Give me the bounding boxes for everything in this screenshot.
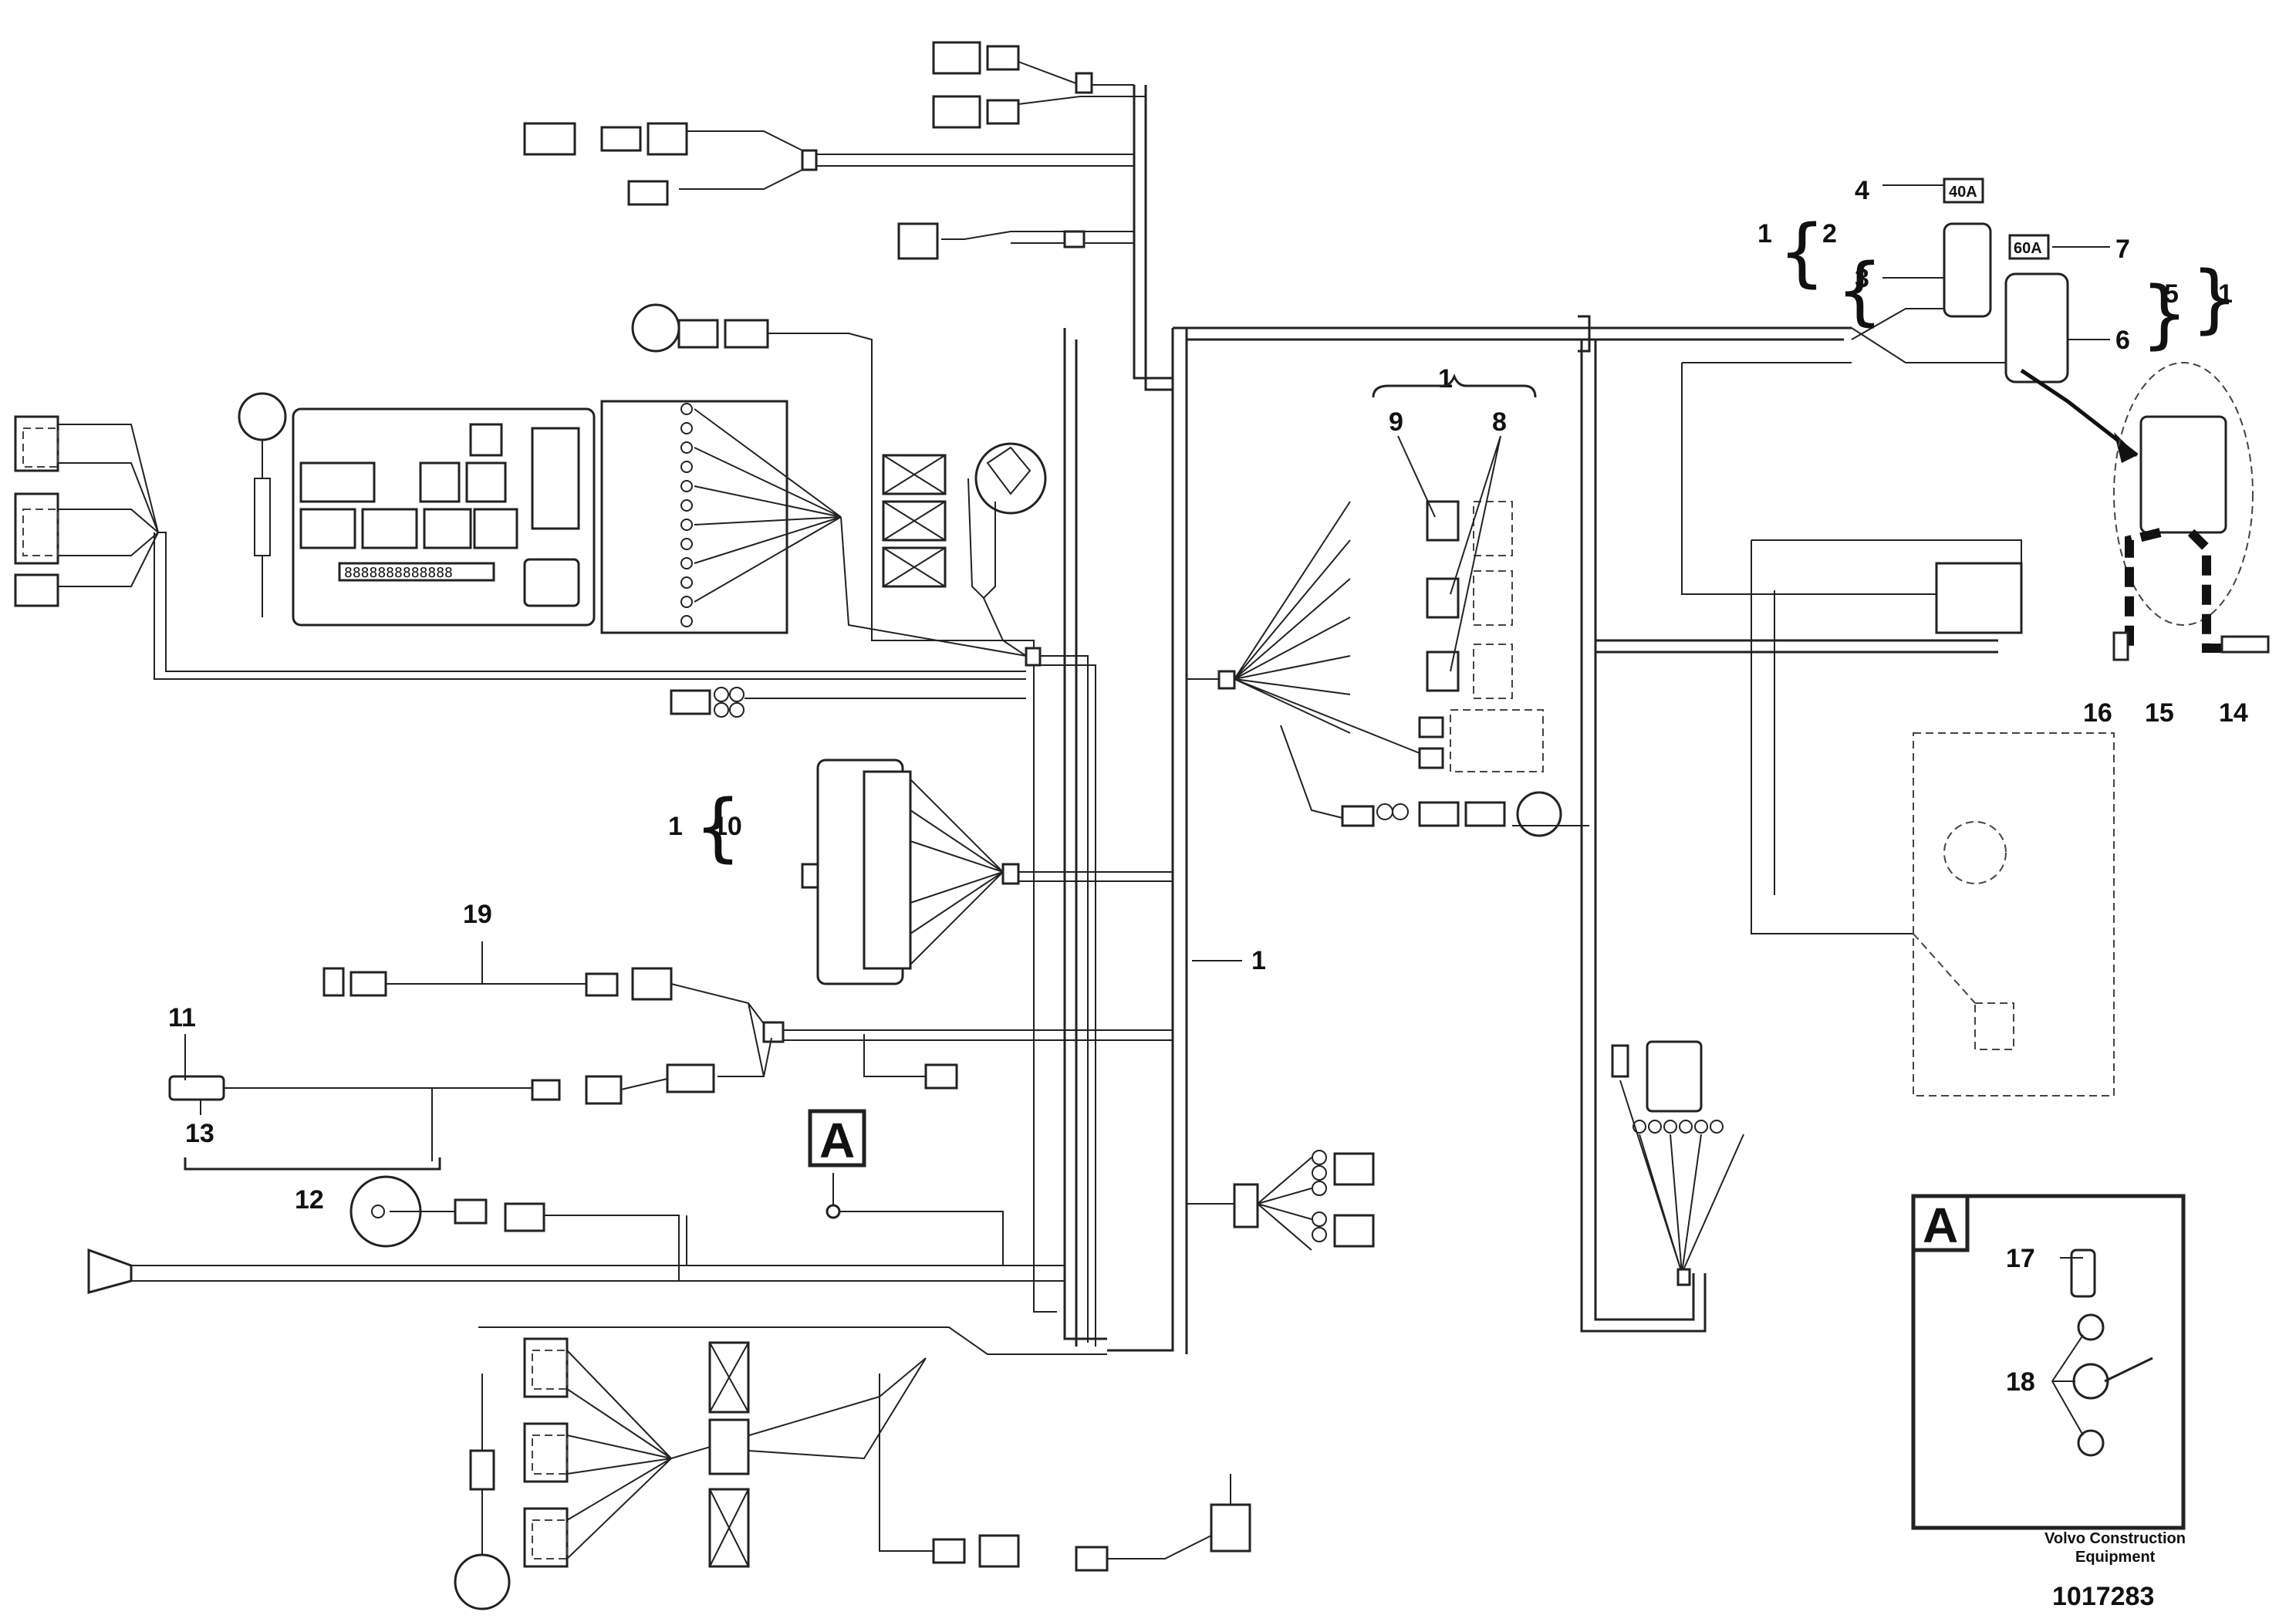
callout-12: 12 bbox=[295, 1185, 324, 1215]
callout-1-fuse-right: 1 bbox=[2218, 279, 2233, 309]
relay-cluster bbox=[1187, 500, 1562, 837]
detail-marker-label: A bbox=[819, 1113, 855, 1168]
callout-15: 15 bbox=[2145, 698, 2174, 728]
figure-number: 1017283 bbox=[2052, 1582, 2154, 1611]
callout-8: 8 bbox=[1492, 407, 1507, 437]
brace-marks: { { } } { bbox=[694, 209, 2238, 870]
ecu-connector bbox=[801, 759, 1173, 985]
panel-display-digits: 8888888888888 bbox=[344, 565, 453, 581]
svg-text:{: { bbox=[1778, 209, 1825, 296]
callout-11: 11 bbox=[168, 1003, 196, 1032]
detail-box-label: A bbox=[1923, 1198, 1958, 1253]
callout-1-fuse-left: 1 bbox=[1757, 219, 1772, 248]
lower-left-harness bbox=[87, 967, 1173, 1294]
svg-text:}: } bbox=[2141, 271, 2188, 357]
fuse-40-label: 40A bbox=[1949, 184, 1977, 201]
cab-outline bbox=[1913, 732, 2115, 1097]
svg-text:}: } bbox=[2191, 255, 2238, 342]
detail-box: A bbox=[1911, 1194, 2186, 1530]
callout-5: 5 bbox=[2164, 279, 2179, 309]
detail-marker: A bbox=[808, 1109, 866, 1168]
lower-cluster bbox=[454, 1150, 1375, 1610]
fuse-holders: 40A 60A bbox=[1681, 177, 2069, 934]
callout-10: 10 bbox=[713, 812, 742, 841]
fuse-60-label: 60A bbox=[2014, 240, 2042, 257]
svg-text:{: { bbox=[694, 784, 741, 870]
caption-line-1: Volvo Construction bbox=[2044, 1530, 2186, 1547]
callout-1-relays: 1 bbox=[1438, 364, 1453, 394]
callout-1-ecu: 1 bbox=[668, 812, 683, 841]
callout-leaders bbox=[184, 184, 2110, 1259]
callout-18: 18 bbox=[2006, 1367, 2035, 1397]
callout-4: 4 bbox=[1855, 176, 1869, 205]
callout-7: 7 bbox=[2115, 235, 2130, 264]
callout-labels: 4 2 1 3 7 5 1 6 1 9 8 1 10 1 19 11 13 12… bbox=[168, 176, 2248, 1397]
callout-9: 9 bbox=[1389, 407, 1403, 437]
callout-14: 14 bbox=[2219, 698, 2248, 728]
fuse-detail bbox=[2020, 362, 2270, 661]
bottom-connector bbox=[1611, 1040, 1744, 1286]
caption-line-2: Equipment bbox=[2075, 1549, 2156, 1566]
callout-13: 13 bbox=[185, 1119, 214, 1148]
top-harness bbox=[523, 41, 1173, 391]
callout-6: 6 bbox=[2115, 326, 2130, 355]
connector-pins bbox=[680, 403, 693, 627]
callout-16: 16 bbox=[2083, 698, 2112, 728]
callout-3: 3 bbox=[1855, 264, 1869, 293]
callout-19: 19 bbox=[463, 900, 492, 929]
callout-17: 17 bbox=[2006, 1244, 2035, 1273]
svg-text:{: { bbox=[1836, 248, 1883, 334]
figure-caption: Volvo Construction Equipment 1017283 bbox=[2044, 1530, 2186, 1611]
callout-2: 2 bbox=[1822, 219, 1837, 248]
callout-1-trunk: 1 bbox=[1251, 946, 1266, 975]
left-cluster: 8888888888888 bbox=[14, 303, 1096, 1347]
